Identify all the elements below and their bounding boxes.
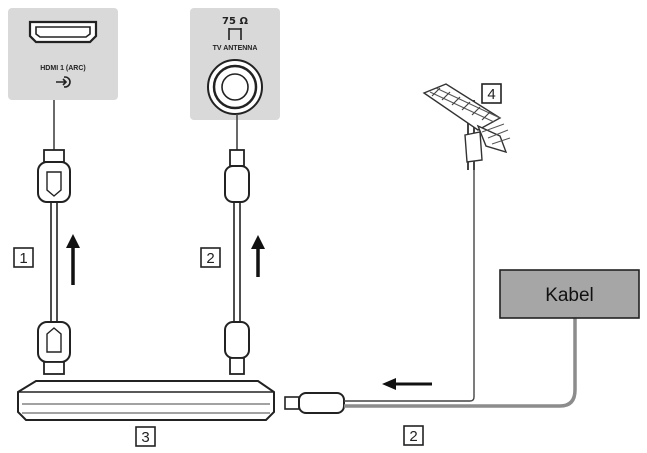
- antenna-port-panel: 75 Ω TV ANTENNA: [190, 8, 280, 120]
- coax-socket-icon: [207, 59, 263, 115]
- svg-text:2: 2: [409, 428, 417, 445]
- antenna-port-label: TV ANTENNA: [213, 45, 258, 52]
- marker-1: 1: [13, 247, 34, 268]
- hdmi-direction-arrow-icon: [66, 234, 80, 285]
- hdmi-socket-icon: [28, 20, 98, 44]
- antenna-cable-vertical: [224, 114, 250, 375]
- kabel-box: Kabel: [499, 269, 640, 319]
- hdmi-port-label: HDMI 1 (ARC): [40, 65, 86, 72]
- svg-text:2: 2: [206, 250, 214, 267]
- antenna-symbol-icon: [228, 28, 242, 40]
- marker-4: 4: [481, 83, 502, 104]
- incoming-signal-arrow-icon: [382, 378, 432, 390]
- marker-2-bottom: 2: [403, 425, 424, 446]
- coax-cable: [344, 147, 577, 408]
- marker-3: 3: [135, 426, 156, 447]
- antenna-direction-arrow-icon: [251, 235, 265, 277]
- input-arrow-icon: [56, 76, 71, 88]
- hdmi-cable: [37, 100, 71, 375]
- set-top-box: [17, 380, 275, 421]
- outdoor-antenna-icon: [422, 83, 511, 170]
- svg-text:4: 4: [487, 86, 495, 103]
- kabel-label: Kabel: [545, 285, 594, 306]
- marker-2-top: 2: [200, 247, 221, 268]
- antenna-impedance-label: 75 Ω: [222, 16, 248, 27]
- svg-text:3: 3: [141, 429, 149, 446]
- hdmi-port-panel: HDMI 1 (ARC): [8, 8, 118, 100]
- svg-text:1: 1: [19, 250, 27, 267]
- coax-plug: [284, 392, 345, 414]
